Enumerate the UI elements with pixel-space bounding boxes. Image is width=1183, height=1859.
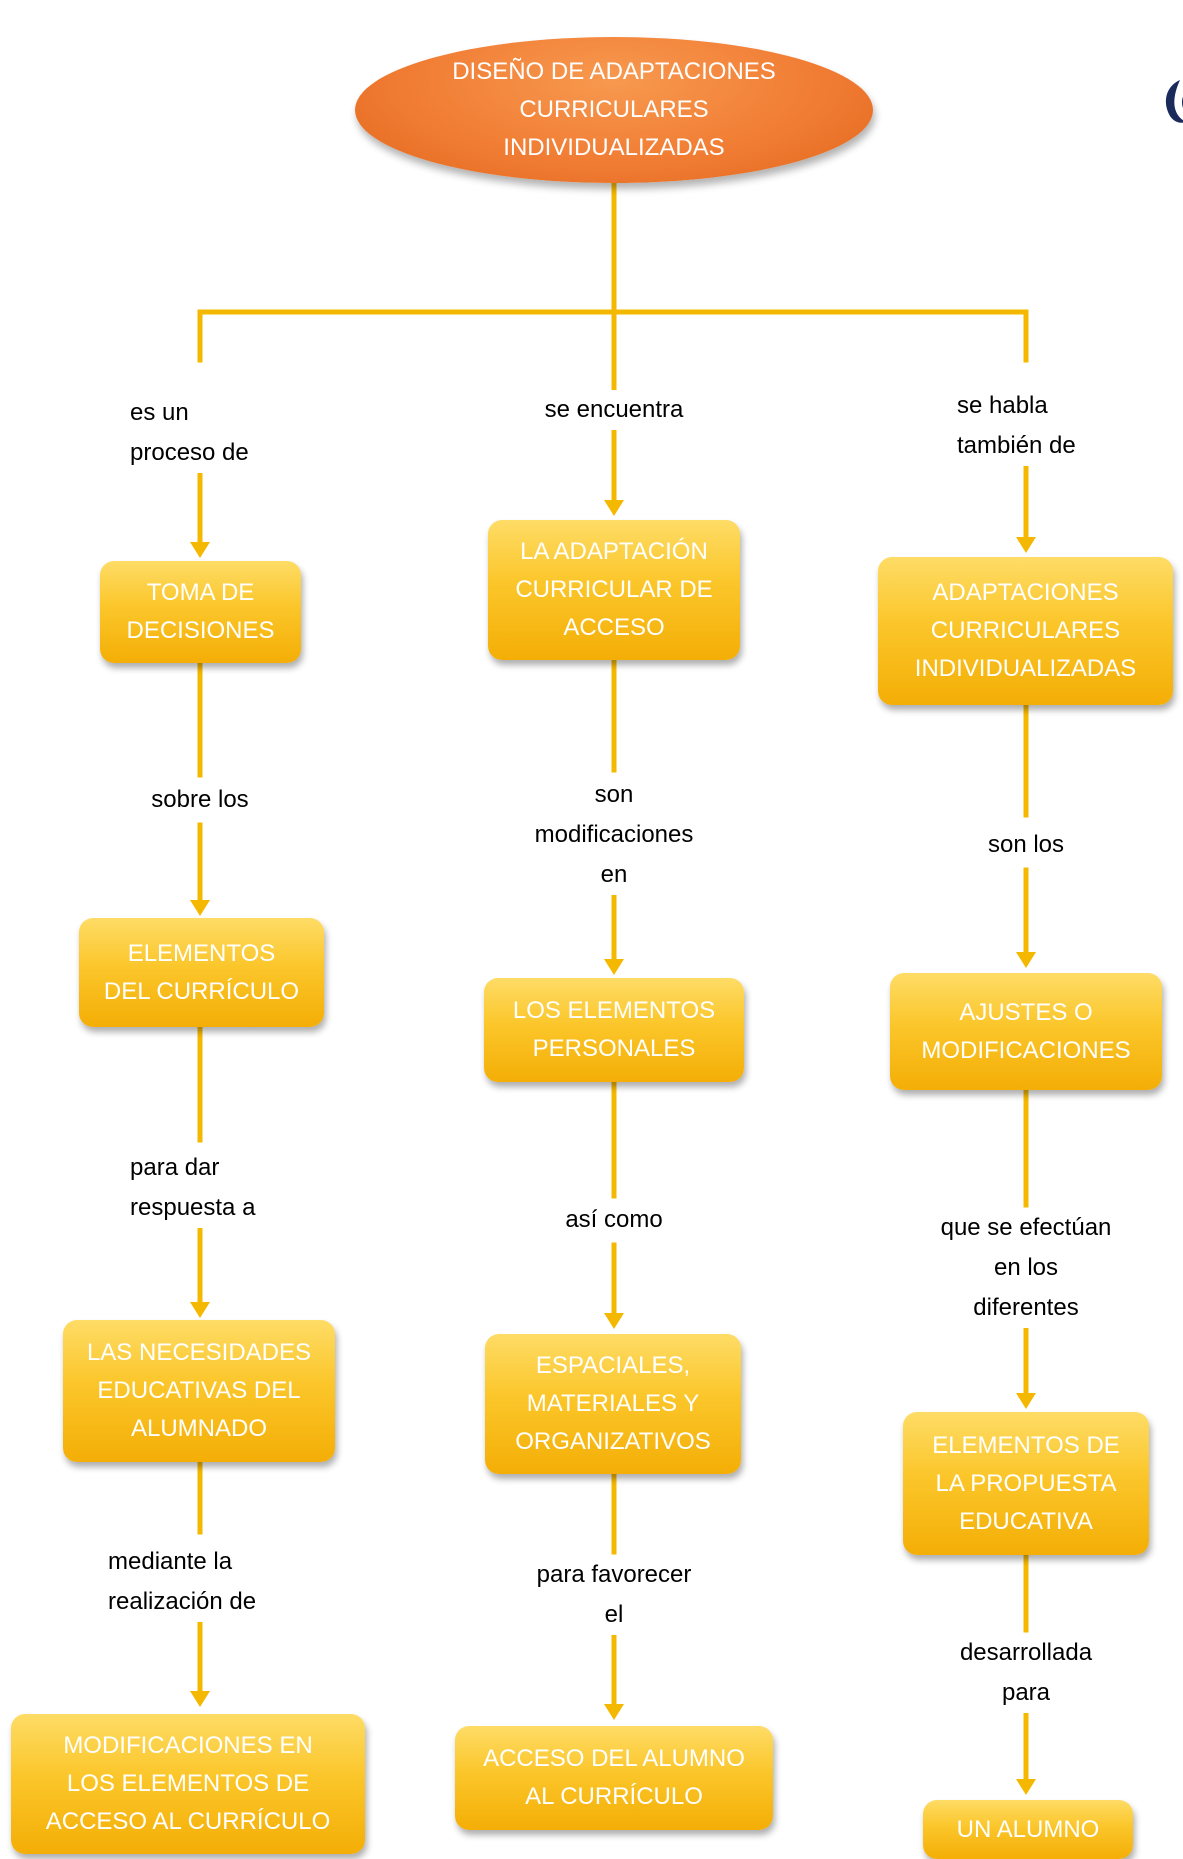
center-arrow-2	[604, 959, 624, 975]
center-arrow-4	[604, 1704, 624, 1720]
right-arrow-4	[1016, 1779, 1036, 1795]
center-node-4: ACCESO DEL ALUMNO AL CURRÍCULO	[455, 1726, 773, 1830]
left-node-4: MODIFICACIONES EN LOS ELEMENTOS DE ACCES…	[11, 1714, 365, 1854]
right-arrow-3	[1016, 1393, 1036, 1409]
right-arrow-2	[1016, 952, 1036, 968]
root-node: DISEÑO DE ADAPTACIONES CURRICULARES INDI…	[355, 37, 873, 183]
left-label-3: para dar respuesta a	[126, 1148, 296, 1228]
left-node-1: TOMA DE DECISIONES	[100, 561, 301, 663]
right-label-3: que se efectúan en los diferentes	[920, 1208, 1132, 1328]
center-arrow-1	[604, 500, 624, 516]
right-node-1: ADAPTACIONES CURRICULARES INDIVIDUALIZAD…	[878, 557, 1173, 705]
right-label-1: se habla también de	[953, 386, 1118, 466]
right-node-4: UN ALUMNO	[923, 1800, 1133, 1859]
left-node-2: ELEMENTOS DEL CURRÍCULO	[79, 918, 324, 1027]
left-arrow-2	[190, 900, 210, 916]
brand-logo-icon	[1165, 80, 1183, 123]
center-arrow-3	[604, 1313, 624, 1329]
left-label-1: es un proceso de	[126, 393, 296, 473]
left-arrow-3	[190, 1302, 210, 1318]
right-label-2: son los	[960, 825, 1092, 865]
right-node-2: AJUSTES O MODIFICACIONES	[890, 973, 1162, 1090]
right-label-4: desarrollada para	[938, 1633, 1114, 1713]
left-node-3: LAS NECESIDADES EDUCATIVAS DEL ALUMNADO	[63, 1320, 335, 1462]
left-arrow-1	[190, 542, 210, 558]
left-label-2: sobre los	[125, 780, 275, 820]
left-label-4: mediante la realización de	[104, 1542, 294, 1622]
right-arrow-1	[1016, 537, 1036, 553]
center-node-3: ESPACIALES, MATERIALES Y ORGANIZATIVOS	[485, 1334, 741, 1474]
center-node-2: LOS ELEMENTOS PERSONALES	[484, 978, 744, 1082]
center-label-2: son modificaciones en	[519, 775, 709, 895]
center-label-1: se encuentra	[527, 390, 701, 430]
left-arrow-4	[190, 1691, 210, 1707]
right-node-3: ELEMENTOS DE LA PROPUESTA EDUCATIVA	[903, 1412, 1149, 1555]
center-node-1: LA ADAPTACIÓN CURRICULAR DE ACCESO	[488, 520, 740, 660]
center-label-3: así como	[535, 1200, 693, 1240]
center-label-4: para favorecer el	[515, 1555, 713, 1635]
